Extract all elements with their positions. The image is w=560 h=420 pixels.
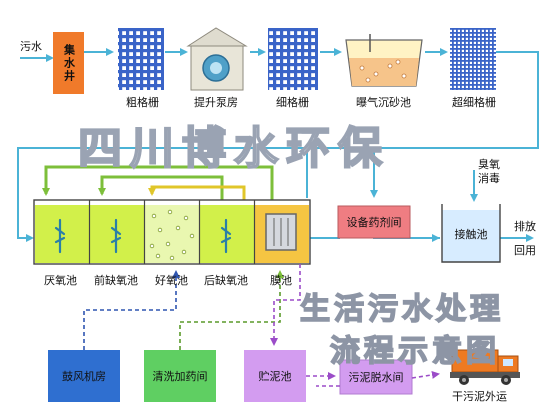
- ultrafine-screen-label: 超细格栅: [452, 96, 496, 109]
- contact-tank-label: 接触池: [454, 228, 488, 241]
- dewatering-room-box: [339, 359, 413, 395]
- pre-anoxic-tank-label: 前缺氧池: [94, 274, 138, 287]
- collection-well-label: 集水井: [62, 43, 76, 83]
- aerobic-tank-label: 好氧池: [155, 274, 188, 287]
- coarse-screen-icon: [118, 28, 164, 90]
- membrane-tank-label: 膜池: [270, 274, 292, 287]
- lift-pump-label: 提升泵房: [194, 96, 238, 109]
- discharge-label: 排放: [514, 220, 536, 233]
- collection-well-block: [53, 32, 84, 94]
- pump-house-icon: [186, 27, 248, 91]
- fine-screen-label: 细格栅: [276, 96, 309, 109]
- title-watermark-line1: 生活污水处理: [299, 291, 504, 328]
- dosing-room-label: 设备药剂间: [346, 216, 402, 229]
- contact-tank-icon: [441, 204, 501, 263]
- title-watermark-line2: 流程示意图: [329, 333, 500, 370]
- sludge-truck-icon: [450, 349, 520, 385]
- post-anoxic-tank-label: 后缺氧池: [204, 274, 248, 287]
- company-watermark: 四川博水环保: [77, 122, 390, 175]
- bottom-lines: [83, 264, 440, 387]
- inlet-label: 污水: [20, 40, 42, 53]
- dewatering-room-label: 污泥脱水间: [348, 371, 404, 384]
- sludge-out-label: 干污泥外运: [452, 390, 507, 403]
- disinfection-label: 消毒: [478, 172, 500, 185]
- sludge-tank-box: [244, 350, 306, 402]
- cleaning-dosing-box: [144, 350, 216, 402]
- aerated-grit-label: 曝气沉砂池: [356, 96, 411, 109]
- cleaning-dosing-label: 清洗加药间: [152, 370, 208, 383]
- reuse-label: 回用: [514, 244, 536, 257]
- ultrafine-screen-icon: [450, 28, 496, 90]
- aerated-grit-chamber-icon: [345, 34, 423, 87]
- coarse-screen-label: 粗格栅: [126, 96, 159, 109]
- ozone-label: 臭氧: [478, 158, 500, 171]
- anaerobic-tank-label: 厌氧池: [44, 274, 77, 287]
- tank-train: [33, 199, 311, 265]
- fine-screen-icon: [268, 28, 318, 90]
- sludge-tank-label: 贮泥池: [258, 370, 292, 383]
- recycle-lines: [42, 165, 274, 200]
- blower-room-label: 鼓风机房: [62, 370, 106, 383]
- dosing-room-box: [337, 205, 411, 239]
- blower-room-box: [48, 350, 120, 402]
